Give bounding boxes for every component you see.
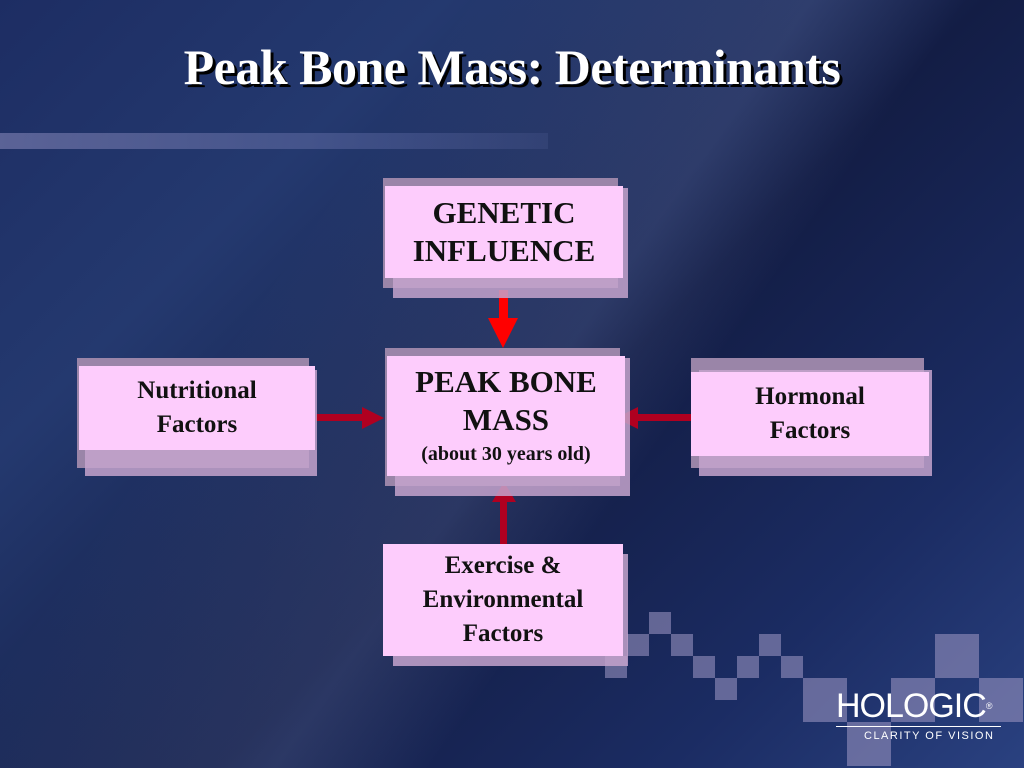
- square: [847, 722, 891, 766]
- box-text: MASS: [462, 402, 550, 437]
- square: [693, 656, 715, 678]
- square: [671, 634, 693, 656]
- logo-name: HOLOGIC: [836, 687, 987, 725]
- logo-divider: [836, 726, 1001, 727]
- box-text: Nutritional: [137, 377, 257, 404]
- box-text: PEAK BONE: [415, 364, 597, 399]
- box-text: Factors: [156, 411, 238, 438]
- square: [935, 634, 979, 678]
- box-text: Factors: [462, 620, 544, 647]
- square: [627, 634, 649, 656]
- registered-mark: ®: [985, 701, 993, 711]
- box-text: INFLUENCE: [412, 233, 596, 268]
- box-text: Factors: [769, 417, 851, 444]
- box-text: Exercise &: [444, 552, 562, 579]
- square: [781, 656, 803, 678]
- square: [979, 678, 1023, 722]
- box-text: Environmental: [422, 586, 584, 613]
- arrow-down-icon: [488, 290, 518, 348]
- logo-tagline: CLARITY OF VISION: [864, 730, 995, 742]
- slide-title: Peak Bone Mass: Determinants: [183, 39, 841, 95]
- decorative-streak: [0, 133, 548, 149]
- square: [737, 656, 759, 678]
- square: [803, 678, 847, 722]
- square: [649, 612, 671, 634]
- square: [759, 634, 781, 656]
- square: [715, 678, 737, 700]
- box-text: GENETIC: [432, 195, 576, 230]
- box-note: (about 30 years old): [421, 443, 591, 465]
- hologic-logo: HOLOGIC® CLARITY OF VISION: [836, 688, 1006, 742]
- arrow-right-icon: [316, 407, 384, 429]
- box-text: Hormonal: [755, 383, 865, 410]
- square: [891, 678, 935, 722]
